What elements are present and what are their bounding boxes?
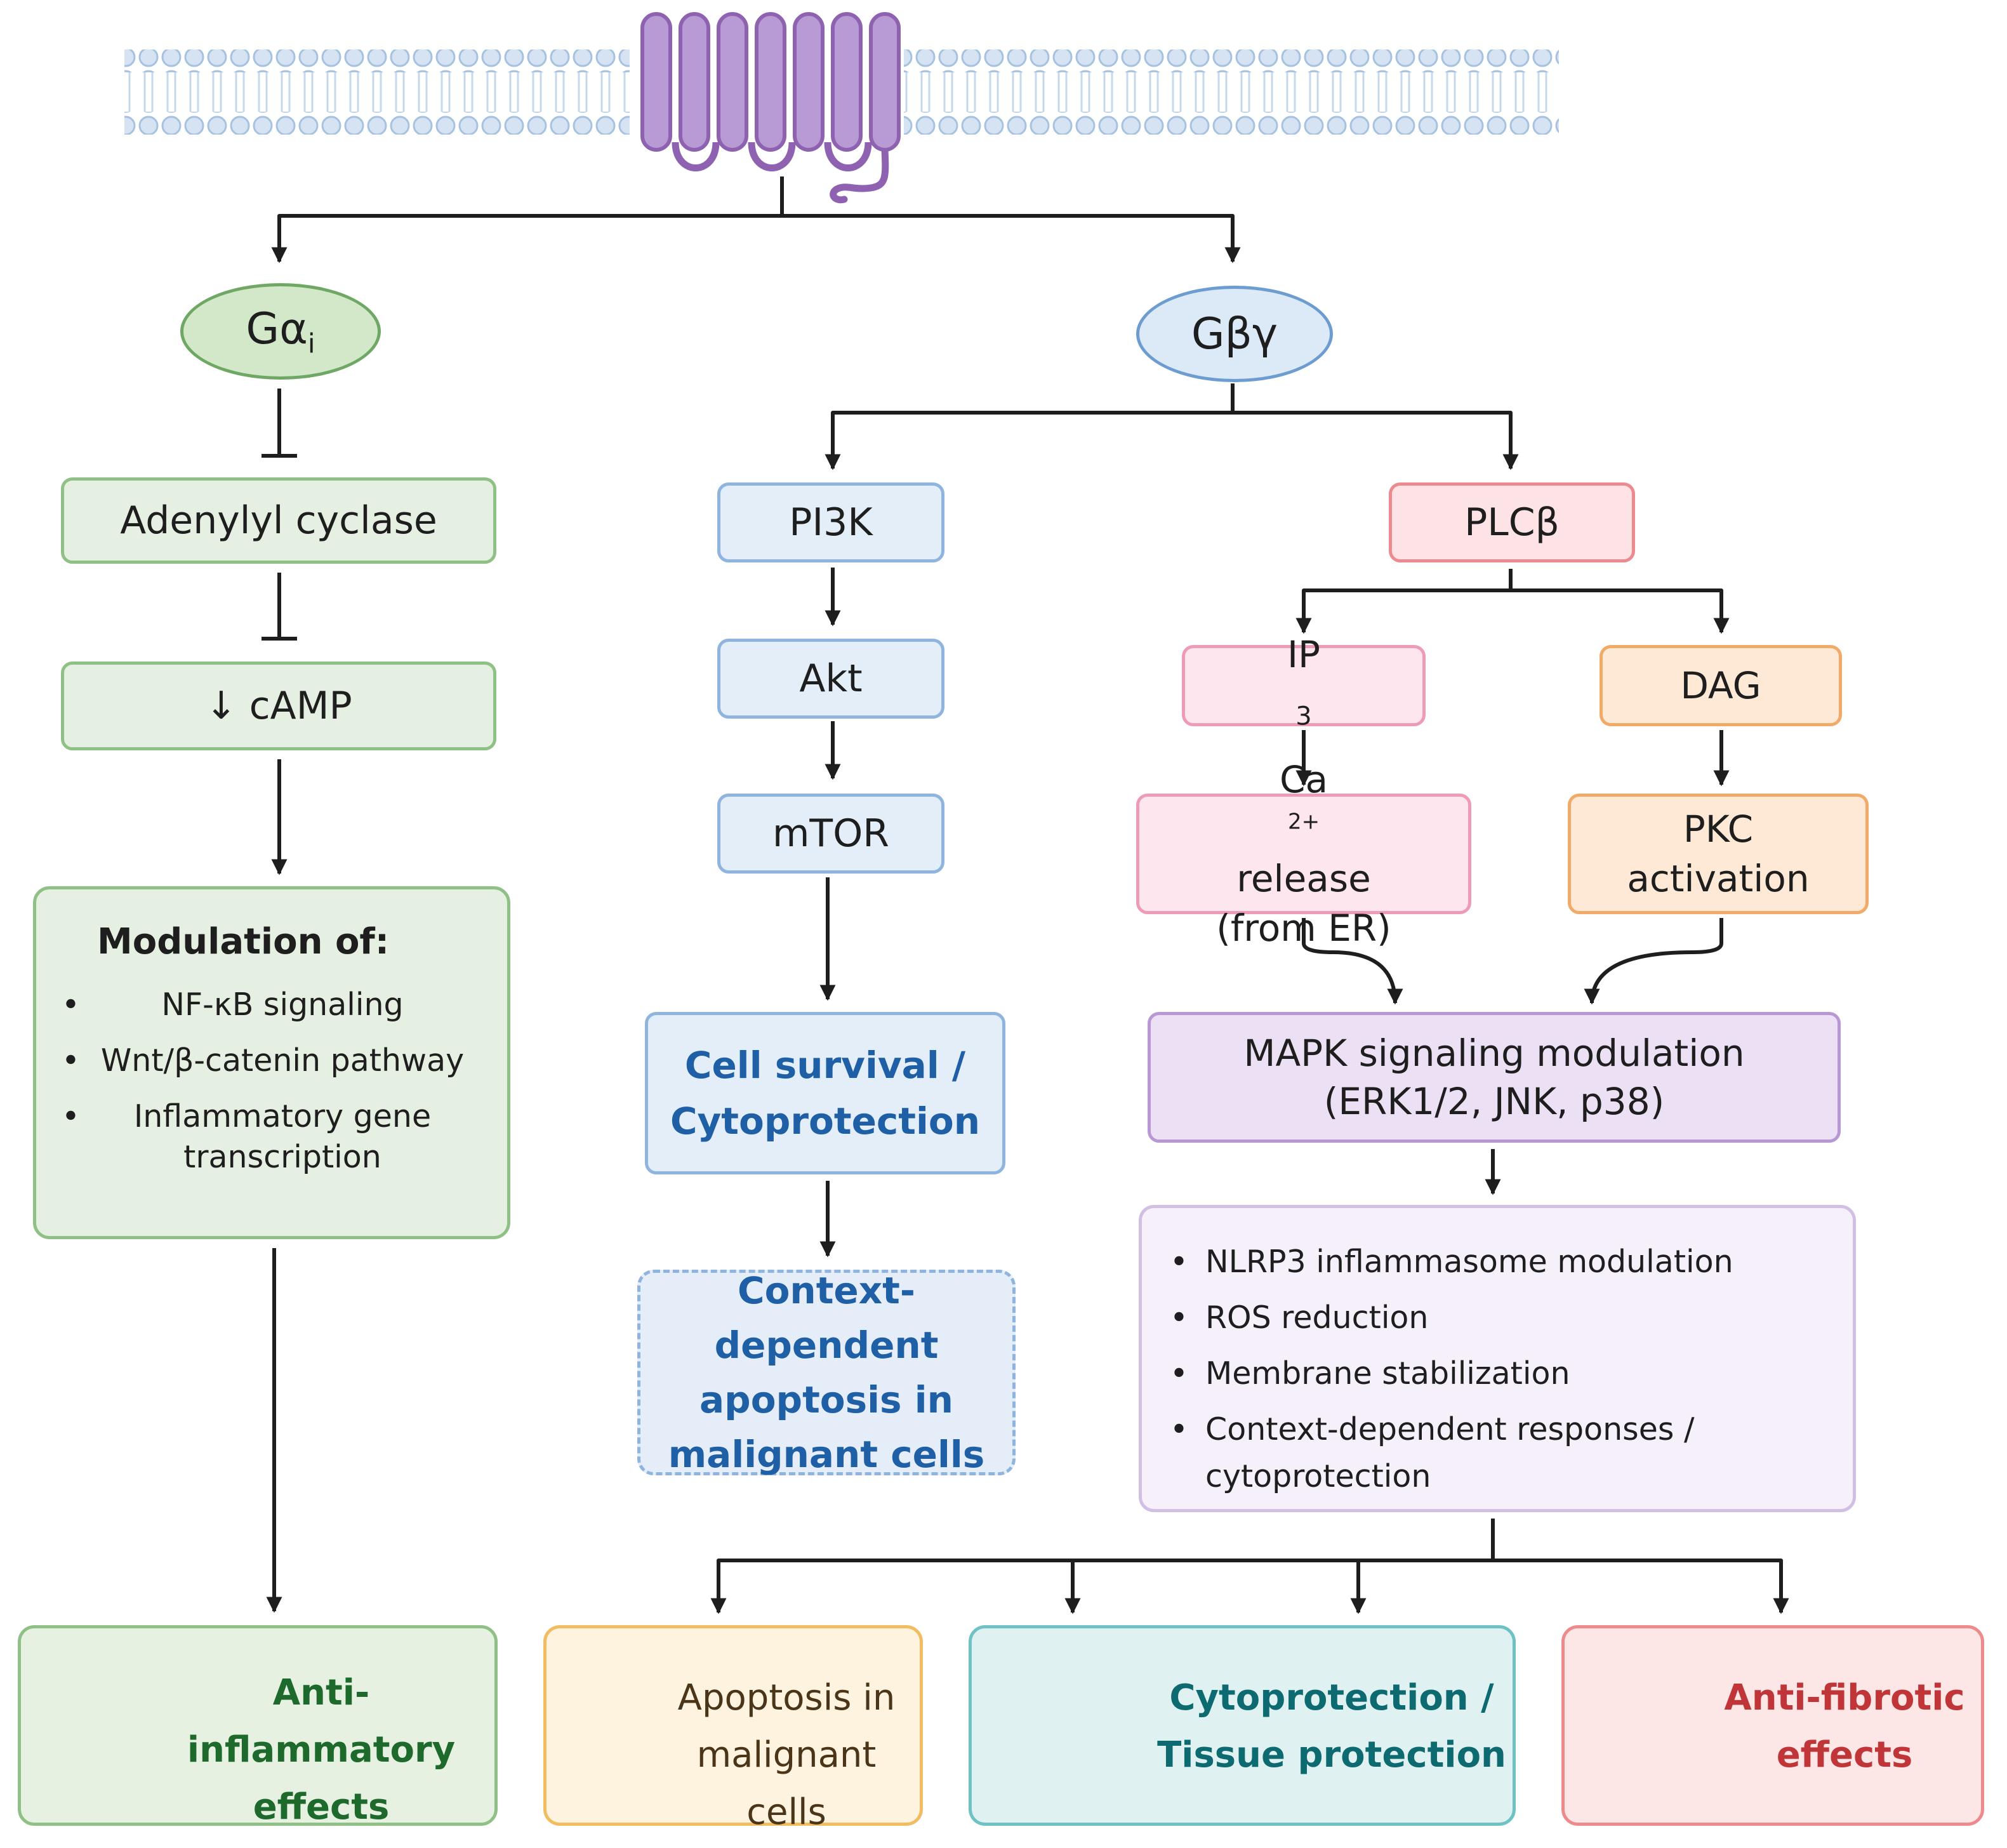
g-alpha-i-node: Gαi [180,283,381,380]
gpcr-receptor-icon [640,12,901,204]
connector-lines [262,176,1789,1614]
outcome-anti-inflammatory-label: Anti-inflammatory effects [187,1672,456,1828]
adenylyl-cyclase-label: Adenylyl cyclase [120,498,437,543]
plc-beta-node: PLCβ [1389,482,1635,562]
outcome-anti-fibrotic-label: Anti-fibrotic effects [1724,1677,1965,1776]
modulation-box: Modulation of: NF-κB signaling Wnt/β-cat… [33,886,510,1239]
arrow-gbetagamma-to-plcb [1233,411,1519,470]
context-apoptosis-node: Context-dependent apoptosis in malignant… [637,1269,1016,1476]
camp-node: ↓ cAMP [61,661,496,750]
arrow-effects-to-outcomes [710,1519,1495,1614]
ca-release-line2: (from ER) [1216,907,1391,950]
dag-node: DAG [1600,645,1842,726]
akt-label: Akt [799,656,863,701]
pkc-line1: PKC [1683,808,1754,851]
arrow-plcb-to-ip3 [1295,569,1513,634]
cell-survival-line2: Cytoprotection [670,1100,981,1143]
effects-item: Context-dependent responses / cytoprotec… [1170,1406,1726,1500]
modulation-item: NF-κB signaling [62,985,468,1025]
pi3k-node: PI3K [717,482,944,562]
modulation-item: Wnt/β-catenin pathway [62,1040,468,1081]
g-beta-gamma-label: Gβγ [1191,309,1278,359]
dag-label: DAG [1680,664,1761,707]
modulation-list: NF-κB signaling Wnt/β-catenin pathway In… [62,985,468,1193]
outcome-apoptosis-label: Apoptosis in malignant cells [677,1677,896,1833]
downstream-effects-box: NLRP3 inflammasome modulation ROS reduct… [1139,1205,1856,1512]
pkc-line2: activation [1627,857,1810,900]
outcome-cytoprotection [969,1625,1516,1826]
arrow-gbetagamma-to-pi3k [825,383,1235,470]
mapk-line2: (ERK1/2, JNK, p38) [1323,1080,1665,1123]
cell-survival-node: Cell survival / Cytoprotection [645,1012,1005,1174]
arrow-pkc-to-mapk [1584,918,1723,1005]
downstream-effects-list: NLRP3 inflammasome modulation ROS reduct… [1170,1239,1830,1500]
modulation-item: Inflammatory gene transcription [62,1096,468,1178]
pi3k-label: PI3K [789,500,873,545]
effects-item: NLRP3 inflammasome modulation [1170,1239,1830,1286]
arrow-plcb-to-dag [1511,588,1730,634]
outcome-anti-fibrotic [1561,1625,1984,1826]
modulation-title: Modulation of: [97,921,390,962]
akt-node: Akt [717,639,944,719]
mtor-label: mTOR [772,811,889,856]
outcome-cytoprotection-label: Cytoprotection / Tissue protection [1157,1677,1506,1776]
mapk-node: MAPK signaling modulation (ERK1/2, JNK, … [1148,1012,1841,1143]
outcome-anti-inflammatory [18,1625,498,1826]
context-apoptosis-line3: malignant cells [668,1433,985,1476]
context-apoptosis-line1: Context-dependent [714,1269,939,1367]
g-alpha-i-label: Gαi [246,303,315,359]
arrow-receptor-to-gbetagamma [782,214,1241,263]
mtor-node: mTOR [717,794,944,874]
arrow-receptor-to-branches [271,176,784,263]
effects-item: Membrane stabilization [1170,1350,1830,1397]
plc-beta-label: PLCβ [1464,500,1560,545]
outcome-apoptosis [543,1625,923,1826]
pkc-node: PKC activation [1568,794,1869,914]
adenylyl-cyclase-node: Adenylyl cyclase [61,477,496,564]
inhibit-ac-to-camp [262,573,297,641]
camp-label: ↓ cAMP [205,684,352,728]
context-apoptosis-line2: apoptosis in [699,1378,953,1421]
mapk-line1: MAPK signaling modulation [1243,1032,1745,1075]
cell-membrane [124,50,1559,135]
effects-item: ROS reduction [1170,1294,1830,1341]
g-beta-gamma-node: Gβγ [1136,286,1333,382]
arrow-ca-to-mapk [1302,918,1403,1005]
inhibit-galpha-to-ac [262,389,297,458]
cell-survival-line1: Cell survival / [684,1044,966,1087]
